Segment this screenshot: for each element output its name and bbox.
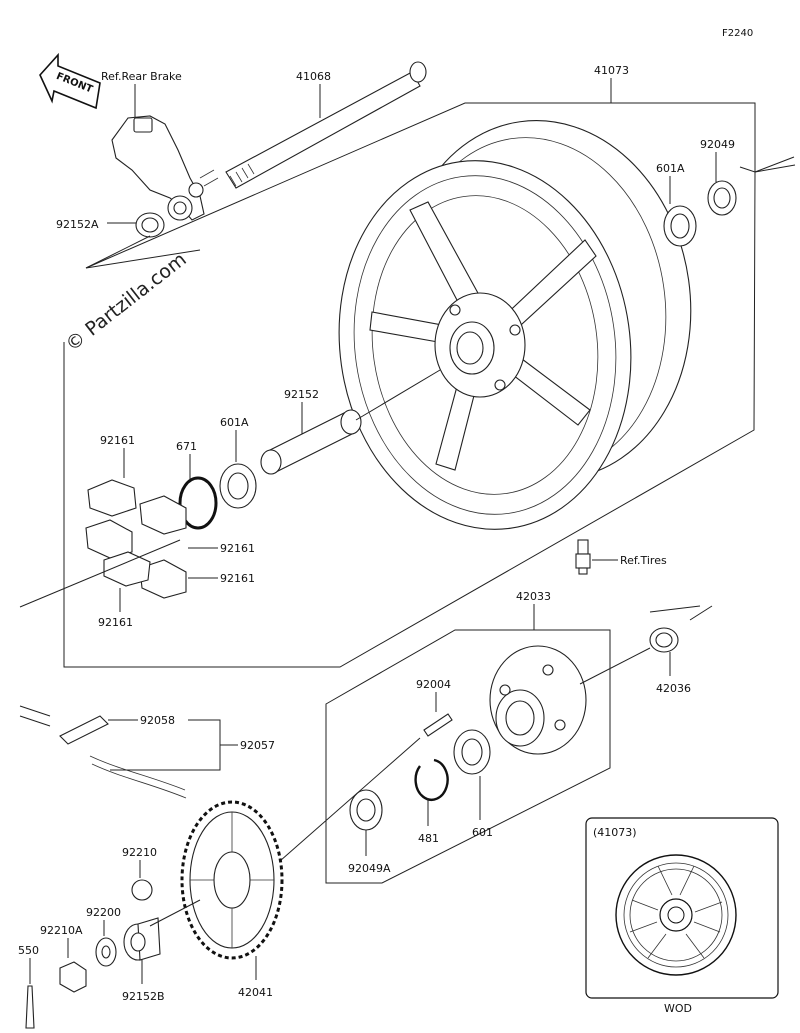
chain-92057[interactable]	[19, 705, 187, 799]
label-42033[interactable]: 42033	[516, 590, 551, 603]
label-92200[interactable]: 92200	[86, 906, 121, 919]
label-42036[interactable]: 42036	[656, 682, 691, 695]
ref-rear-brake[interactable]: Ref.Rear Brake	[101, 70, 182, 83]
coupling-42033[interactable]	[489, 645, 587, 755]
label-92049A[interactable]: 92049A	[348, 862, 391, 875]
oring-671[interactable]	[178, 476, 218, 530]
label-92210A[interactable]: 92210A	[40, 924, 83, 937]
label-601[interactable]: 601	[472, 826, 493, 839]
label-481[interactable]: 481	[418, 832, 439, 845]
label-92057[interactable]: 92057	[240, 739, 275, 752]
label-42041[interactable]: 42041	[238, 986, 273, 999]
sprocket-42041[interactable]	[180, 800, 284, 960]
label-671[interactable]: 671	[176, 440, 197, 453]
label-601A-right[interactable]: 601A	[656, 162, 685, 175]
inset-title: (41073)	[593, 826, 637, 839]
nut-92210[interactable]	[131, 879, 153, 901]
watermark: © Partzilla.com	[62, 248, 191, 356]
caliper-bracket	[111, 115, 219, 221]
label-92152B[interactable]: 92152B	[122, 990, 165, 1003]
cotter-pin-550[interactable]	[25, 985, 35, 1029]
collar-92152B[interactable]	[123, 917, 161, 961]
axle-41068[interactable]	[225, 61, 427, 189]
nut-92210A[interactable]	[59, 961, 87, 993]
label-92049[interactable]: 92049	[700, 138, 735, 151]
inset-footer: WOD	[664, 1002, 692, 1015]
chain-link-92058[interactable]	[59, 715, 109, 745]
stud-92004[interactable]	[423, 713, 453, 737]
wheel-inset-icon	[615, 854, 737, 976]
circlip-481[interactable]	[414, 758, 449, 801]
ref-tires[interactable]: Ref.Tires	[620, 554, 667, 567]
label-92004[interactable]: 92004	[416, 678, 451, 691]
wheel-41073[interactable]	[316, 102, 714, 549]
label-92161-low[interactable]: 92161	[220, 572, 255, 585]
label-92161-top[interactable]: 92161	[100, 434, 135, 447]
front-arrow-icon: FRONT	[39, 52, 101, 110]
collar-92152[interactable]	[260, 409, 362, 475]
inset-box: (41073) WOD	[585, 817, 779, 1015]
damper-group[interactable]	[85, 479, 187, 599]
label-92210[interactable]: 92210	[122, 846, 157, 859]
label-92161-left[interactable]: 92161	[98, 616, 133, 629]
label-92161-mid[interactable]: 92161	[220, 542, 255, 555]
label-550[interactable]: 550	[18, 944, 39, 957]
label-41073[interactable]: 41073	[594, 64, 629, 77]
valve-stem-icon	[575, 539, 591, 575]
label-92152A[interactable]: 92152A	[56, 218, 99, 231]
label-41068[interactable]: 41068	[296, 70, 331, 83]
figure-code: F2240	[722, 28, 753, 39]
label-92152[interactable]: 92152	[284, 388, 319, 401]
label-92058[interactable]: 92058	[140, 714, 175, 727]
label-601A-left[interactable]: 601A	[220, 416, 249, 429]
